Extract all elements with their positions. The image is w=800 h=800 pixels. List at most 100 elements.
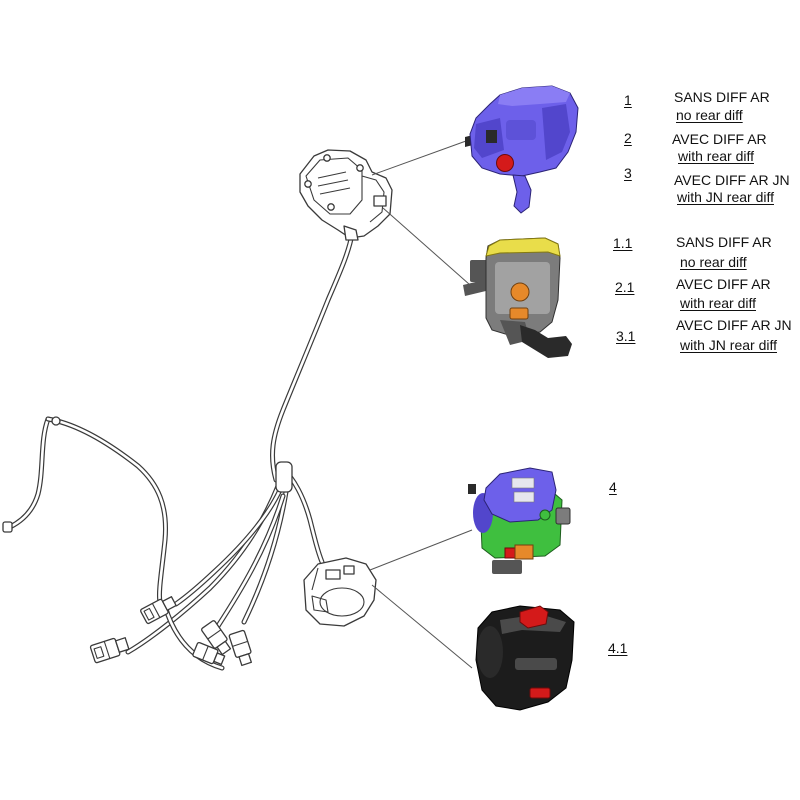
leader-lines bbox=[369, 140, 479, 669]
label-en-1-1: no rear diff bbox=[680, 254, 747, 270]
connector-c3 bbox=[192, 641, 226, 666]
ref-number-3-1: 3.1 bbox=[616, 328, 636, 344]
branch-wire-c-core bbox=[242, 490, 288, 624]
connector-a-latch bbox=[93, 646, 105, 659]
bolt-icon bbox=[356, 164, 364, 172]
wire-terminal bbox=[2, 521, 13, 533]
switch-green-red-tab bbox=[504, 547, 516, 559]
red-button-icon bbox=[529, 687, 551, 699]
ref-number-2: 2 bbox=[624, 130, 632, 146]
switch-housing-black bbox=[475, 605, 575, 711]
label-fr-2: AVEC DIFF AR bbox=[672, 131, 767, 147]
label-fr-3-1: AVEC DIFF AR JN bbox=[676, 317, 792, 333]
ref-number-1: 1 bbox=[624, 92, 632, 108]
red-button-icon bbox=[496, 154, 514, 172]
cable-stub bbox=[463, 279, 490, 296]
connector-a-plug bbox=[115, 637, 130, 653]
red-button-icon bbox=[519, 605, 549, 629]
label-en-3: with JN rear diff bbox=[677, 189, 774, 205]
connector-b bbox=[140, 596, 177, 625]
switch-label-plate bbox=[513, 491, 535, 503]
leader-line-throttle-blue bbox=[371, 140, 467, 176]
switch-black-bore bbox=[477, 626, 503, 678]
wiring-harness bbox=[2, 149, 393, 671]
label-fr-1-1: SANS DIFF AR bbox=[676, 234, 772, 250]
left-tail-wire-core bbox=[8, 417, 50, 529]
left-loop-wire bbox=[45, 416, 169, 605]
ref-number-3: 3 bbox=[624, 165, 632, 181]
throttle-grey-orange-tab bbox=[509, 307, 529, 320]
switch-label-plate bbox=[511, 477, 535, 489]
bolt-icon bbox=[304, 180, 312, 188]
switch-outline-bore bbox=[319, 587, 365, 617]
throttle-blue-face bbox=[506, 120, 536, 140]
label-fr-1: SANS DIFF AR bbox=[674, 89, 770, 105]
label-en-2: with rear diff bbox=[678, 148, 754, 164]
switch-green-knob bbox=[555, 507, 571, 525]
throttle-outline-ribs bbox=[317, 171, 351, 195]
ref-number-4: 4 bbox=[609, 479, 617, 495]
switch-outline-button-a bbox=[325, 569, 341, 580]
label-en-3-1: with JN rear diff bbox=[680, 337, 777, 353]
ref-number-4-1: 4.1 bbox=[608, 640, 628, 656]
throttle-outline-side bbox=[361, 175, 385, 223]
leader-line-throttle-grey bbox=[382, 207, 479, 293]
switch-outline bbox=[303, 557, 377, 627]
leader-line-switch-black bbox=[371, 584, 473, 669]
label-fr-2-1: AVEC DIFF AR bbox=[676, 276, 771, 292]
bolt-icon bbox=[327, 203, 335, 211]
throttle-outline-body bbox=[299, 149, 393, 239]
connector-c2-ridge bbox=[232, 640, 248, 647]
connector-c1 bbox=[201, 620, 232, 656]
ref-number-2-1: 2.1 bbox=[615, 279, 635, 295]
branch-wire-b-core bbox=[174, 488, 282, 606]
switch-outline-edge bbox=[311, 567, 319, 591]
label-en-2-1: with rear diff bbox=[680, 295, 756, 311]
throttle-blue-right-block bbox=[542, 104, 570, 160]
connector-c2-plug bbox=[238, 653, 252, 667]
label-fr-3: AVEC DIFF AR JN bbox=[674, 172, 790, 188]
connector-a bbox=[89, 637, 130, 664]
switch-outline-button-b bbox=[343, 565, 355, 575]
wire-tag-ring bbox=[51, 416, 61, 426]
connector-c3-ridge bbox=[202, 645, 209, 661]
left-loop-wire-core bbox=[46, 417, 167, 604]
switch-green-orange-tab bbox=[514, 544, 534, 560]
throttle-blue-top bbox=[498, 86, 570, 106]
throttle-outline-cable-entry bbox=[343, 225, 359, 241]
connector-c1-plug bbox=[216, 640, 232, 656]
throttle-outline-button bbox=[373, 195, 387, 207]
throttle-housing-blue bbox=[465, 85, 579, 214]
throttle-grey-side-knob bbox=[470, 260, 488, 282]
ref-number-1-1: 1.1 bbox=[613, 235, 633, 251]
connector-b-ridge bbox=[151, 603, 161, 618]
switch-outline-toggle bbox=[311, 595, 329, 613]
connector-b-latch bbox=[143, 607, 155, 621]
connector-b-plug bbox=[161, 596, 177, 611]
green-button-icon bbox=[539, 509, 551, 521]
label-en-1: no rear diff bbox=[676, 107, 743, 123]
connector-c1-ridge bbox=[207, 629, 222, 640]
orange-button-icon bbox=[510, 282, 530, 302]
throttle-housing-grey bbox=[463, 237, 572, 358]
throttle-blue-lever bbox=[512, 174, 532, 214]
switch-green-clip bbox=[468, 484, 476, 494]
throttle-grey-rim bbox=[485, 237, 561, 257]
harness-junction-sleeve bbox=[275, 461, 293, 493]
switch-black-panel bbox=[515, 658, 557, 670]
switch-outline-body bbox=[303, 557, 377, 627]
switch-housing-green bbox=[468, 467, 571, 574]
throttle-blue-slot bbox=[486, 130, 497, 143]
bolt-icon bbox=[323, 154, 331, 162]
main-cable-core bbox=[271, 232, 354, 482]
connector-a-ridge bbox=[103, 641, 111, 659]
connector-c3-plug bbox=[213, 652, 226, 666]
switch-green-base bbox=[492, 560, 522, 574]
leader-line-switch-green bbox=[369, 529, 473, 571]
lower-loop-wire-core bbox=[163, 604, 224, 670]
connector-c2 bbox=[228, 629, 252, 667]
branch-wire-d-core bbox=[216, 494, 285, 628]
throttle-housing-outline bbox=[299, 149, 393, 241]
